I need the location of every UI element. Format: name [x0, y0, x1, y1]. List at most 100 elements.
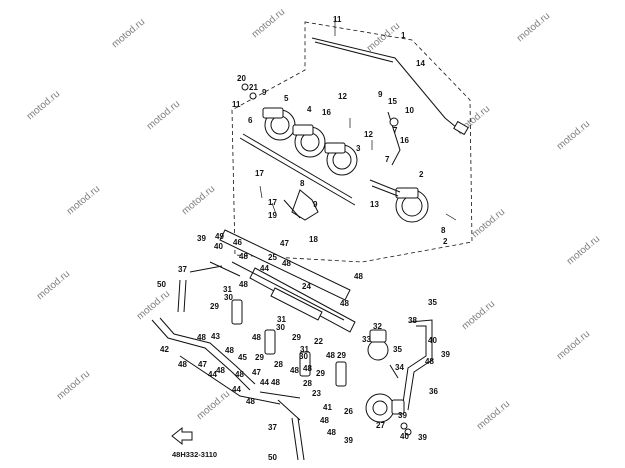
- callout-31-c: 31: [300, 345, 309, 354]
- callout-49: 49: [215, 232, 224, 241]
- callout-48-e: 48: [340, 299, 349, 308]
- callout-12-b: 12: [364, 130, 373, 139]
- callout-38: 38: [408, 316, 417, 325]
- watermark: motod.ru: [145, 99, 182, 133]
- callout-48-h: 48: [225, 346, 234, 355]
- callout-20: 20: [237, 74, 246, 83]
- callout-5: 5: [284, 94, 289, 103]
- callout-28-b: 28: [303, 379, 312, 388]
- injector-4: [335, 361, 347, 387]
- callout-labels: 11 1 14 20 21 9 5 12 9 15 11 4 16 10 6 1…: [157, 15, 450, 462]
- callout-35: 35: [428, 298, 437, 307]
- callout-47-b: 47: [198, 360, 207, 369]
- watermark: motod.ru: [460, 299, 497, 333]
- callout-48-g: 48: [197, 333, 206, 342]
- callout-36: 36: [429, 387, 438, 396]
- watermark: motod.ru: [475, 399, 512, 433]
- callout-37-b: 37: [268, 423, 277, 432]
- callout-8: 8: [300, 179, 305, 188]
- callout-2-b: 2: [443, 237, 448, 246]
- watermark: motod.ru: [470, 207, 507, 241]
- callout-29-c: 29: [255, 353, 264, 362]
- callout-32: 32: [373, 322, 382, 331]
- callout-30: 30: [224, 293, 233, 302]
- throttle-body-3: [324, 142, 358, 176]
- callout-31: 31: [223, 285, 232, 294]
- diagram-code: 48H332-3110: [172, 450, 217, 459]
- callout-39-b: 39: [441, 350, 450, 359]
- callout-16-b: 16: [400, 136, 409, 145]
- callout-22: 22: [314, 337, 323, 346]
- callout-48-q: 48: [246, 397, 255, 406]
- callout-48-r: 48: [320, 416, 329, 425]
- callout-6: 6: [248, 116, 253, 125]
- callout-31-b: 31: [277, 315, 286, 324]
- callout-50-b: 50: [268, 453, 277, 462]
- callout-48-d: 48: [239, 280, 248, 289]
- callout-44-b: 44: [208, 370, 217, 379]
- callout-11: 11: [333, 15, 342, 24]
- callout-46: 46: [233, 238, 242, 247]
- throttle-body-1: [262, 107, 296, 141]
- injector-2: [264, 329, 276, 355]
- callout-48-i: 48: [326, 351, 335, 360]
- callout-3: 3: [356, 144, 361, 153]
- callout-48: 48: [282, 259, 291, 268]
- callout-24: 24: [302, 282, 311, 291]
- callout-44: 44: [260, 264, 269, 273]
- throttle-body-4: [395, 187, 429, 223]
- callout-40-c: 40: [400, 432, 409, 441]
- callout-30-b: 30: [276, 323, 285, 332]
- fuel-delivery-pipe: [209, 229, 356, 333]
- injector-3: [299, 351, 311, 377]
- callout-39-d: 39: [418, 433, 427, 442]
- callout-29-e: 29: [316, 369, 325, 378]
- callout-40-b: 40: [428, 336, 437, 345]
- callout-19: 19: [268, 211, 277, 220]
- callout-48-k: 48: [425, 357, 434, 366]
- watermark: motod.ru: [135, 289, 172, 323]
- throttle-body-2: [292, 124, 326, 158]
- callout-48-n: 48: [303, 364, 312, 373]
- callout-13: 13: [370, 200, 379, 209]
- fuel-injectors: [231, 299, 347, 387]
- callout-29-b: 29: [292, 333, 301, 342]
- callout-27: 27: [376, 421, 385, 430]
- watermark: motod.ru: [195, 389, 232, 423]
- callout-48-o: 48: [290, 366, 299, 375]
- callout-26: 26: [344, 407, 353, 416]
- callout-15: 15: [388, 97, 397, 106]
- watermark: motod.ru: [180, 184, 217, 218]
- callout-11-b: 11: [232, 100, 241, 109]
- front-direction-arrow: [171, 426, 193, 446]
- callout-40: 40: [214, 242, 223, 251]
- callout-45: 45: [238, 353, 247, 362]
- watermark: motod.ru: [565, 234, 602, 268]
- watermark: motod.ru: [25, 89, 62, 123]
- callout-48-b: 48: [239, 252, 248, 261]
- throttle-body-assembly: [239, 18, 469, 223]
- watermark: motod.ru: [515, 11, 552, 45]
- callout-2: 2: [419, 170, 424, 179]
- pressure-regulator: [367, 329, 389, 361]
- callout-30-c: 30: [299, 352, 308, 361]
- callout-9-c: 9: [313, 200, 318, 209]
- callout-43: 43: [211, 332, 220, 341]
- callout-47-c: 47: [252, 368, 261, 377]
- callout-48-m: 48: [235, 370, 244, 379]
- callout-25: 25: [268, 253, 277, 262]
- fuel-pump-unit: [365, 393, 412, 436]
- callout-17-b: 17: [268, 198, 277, 207]
- callout-39-c: 39: [398, 411, 407, 420]
- callout-18: 18: [309, 235, 318, 244]
- watermark: motod.ru: [35, 269, 72, 303]
- callout-4: 4: [307, 105, 312, 114]
- callout-9-b: 9: [378, 90, 383, 99]
- callout-48-l: 48: [216, 366, 225, 375]
- callout-21: 21: [249, 83, 258, 92]
- callout-17: 17: [255, 169, 264, 178]
- watermark: motod.ru: [55, 369, 92, 403]
- callout-50: 50: [157, 280, 166, 289]
- callout-42: 42: [160, 345, 169, 354]
